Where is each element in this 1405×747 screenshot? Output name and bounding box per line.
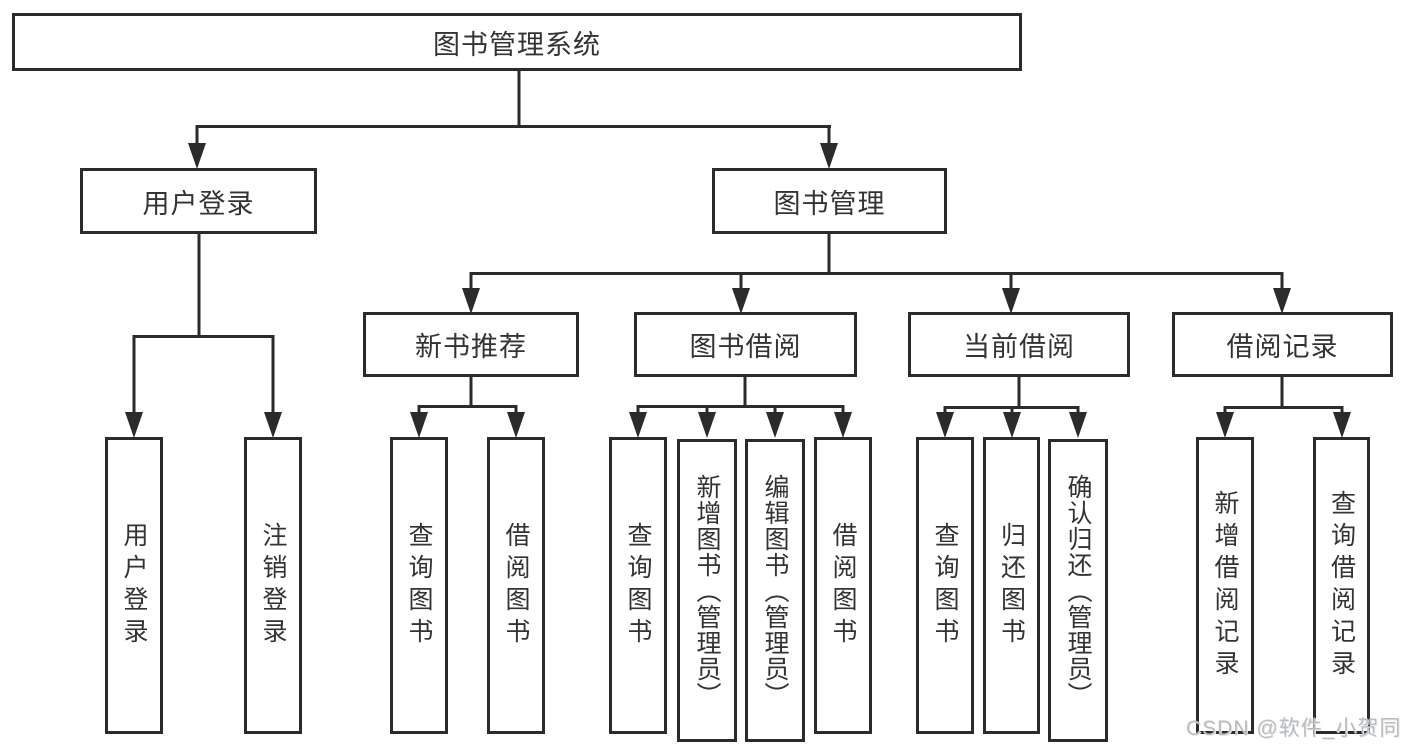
node-new-book-recommend: 新书推荐	[363, 312, 579, 377]
leaf-edit-books-admin: 编辑图书（管理员）	[745, 439, 805, 742]
leaf-query-books-recommend: 查询图书	[390, 437, 448, 734]
leaf-query-borrow-record: 查询借阅记录	[1313, 437, 1370, 734]
node-root-library-system: 图书管理系统	[12, 13, 1022, 71]
leaf-borrow-books-recommend: 借阅图书	[487, 437, 545, 734]
leaf-borrow-books-borrowing: 借阅图书	[814, 437, 872, 734]
leaf-query-books-current: 查询图书	[916, 437, 974, 734]
node-borrowing-records: 借阅记录	[1172, 312, 1393, 377]
leaf-confirm-return-admin: 确认归还（管理员）	[1048, 439, 1108, 742]
arrowhead-icons	[125, 143, 1351, 438]
leaf-add-borrow-record: 新增借阅记录	[1196, 437, 1254, 734]
node-book-borrowing: 图书借阅	[634, 312, 857, 377]
leaf-return-books: 归还图书	[983, 437, 1040, 734]
node-user-login: 用户登录	[80, 168, 317, 234]
leaf-add-books-admin: 新增图书（管理员）	[677, 439, 737, 742]
leaf-user-login: 用户登录	[105, 437, 163, 734]
leaf-logout: 注销登录	[244, 437, 302, 734]
node-book-management: 图书管理	[712, 168, 947, 234]
csdn-watermark: CSDN @软件_小贺同学	[1186, 717, 1402, 740]
node-current-borrowing: 当前借阅	[908, 312, 1130, 377]
leaf-query-books-borrowing: 查询图书	[609, 437, 667, 734]
